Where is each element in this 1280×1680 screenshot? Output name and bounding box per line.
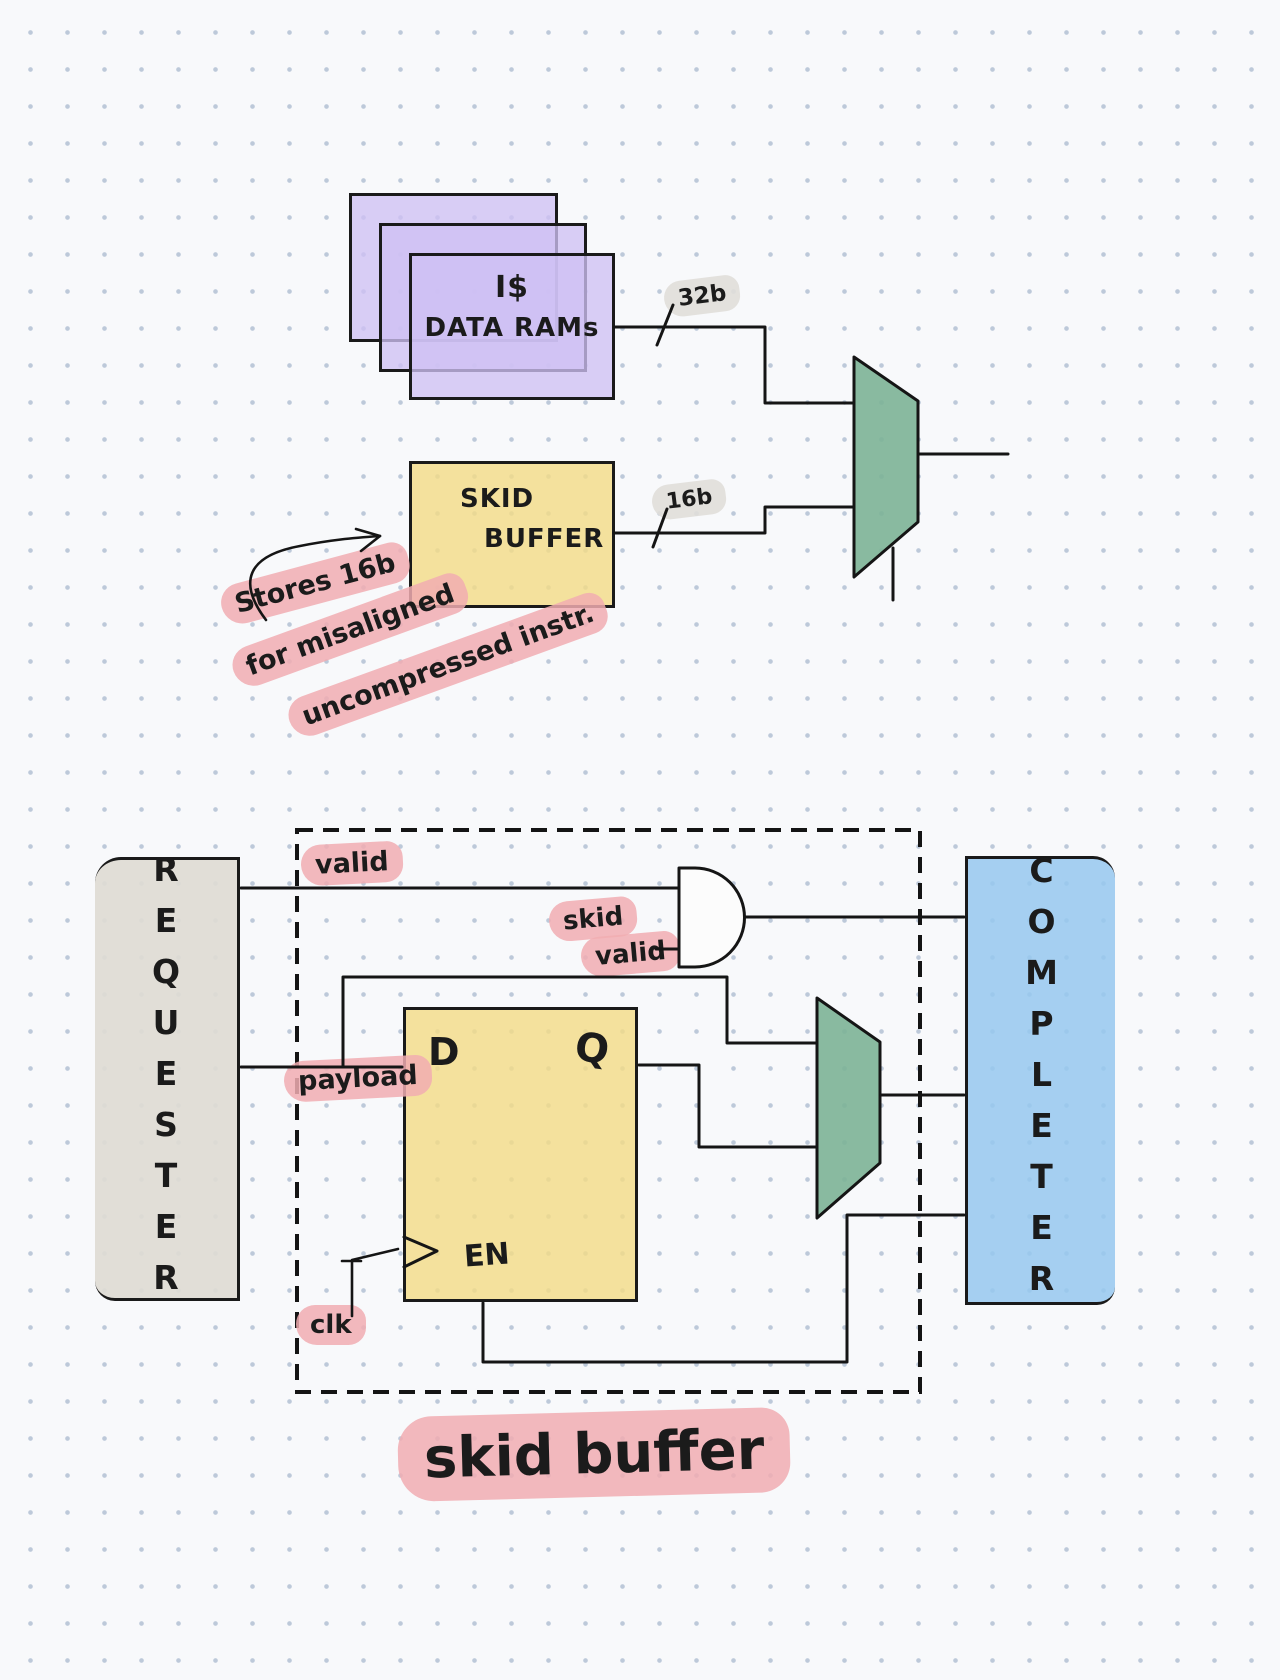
q-output-wire <box>637 1063 818 1149</box>
flip-flop-d-pin: D <box>428 1030 460 1074</box>
top-mux <box>852 355 920 579</box>
skid-bus-slash-icon <box>651 507 669 549</box>
ram-label-line2: DATA RAMs <box>424 313 600 343</box>
enable-ready-wire <box>481 1213 966 1364</box>
ram-bus-wire <box>612 325 855 405</box>
completer-label: COMPLETER <box>1022 851 1061 1310</box>
clock-triangle-icon <box>402 1235 439 1269</box>
ram-stack-front: I$ DATA RAMs <box>409 253 615 400</box>
skid-buffer-dashed-boundary <box>295 828 922 1394</box>
skid-bus-wire <box>612 505 855 535</box>
completer-box: COMPLETER <box>965 851 1115 1310</box>
annotation-arrow-head-icon <box>354 527 382 553</box>
requester-label: REQUESTER <box>146 849 186 1309</box>
bottom-mux <box>815 996 882 1220</box>
skid-buffer-label-line1: SKID <box>460 484 535 514</box>
requester-box: REQUESTER <box>95 850 240 1309</box>
ram-bus-slash-icon <box>655 303 675 347</box>
bypass-wire <box>341 975 818 1069</box>
ram-label-line1: I$ <box>494 270 530 305</box>
and-gate <box>677 866 746 969</box>
clk-leader-arrow <box>340 1247 400 1318</box>
flip-flop-box: D Q EN <box>403 1007 638 1302</box>
skid-buffer-box: SKID BUFFER <box>409 461 615 608</box>
skid-buffer-label-line2: BUFFER <box>484 524 605 554</box>
annotation-arrow <box>249 534 382 622</box>
clk-signal-label: clk <box>296 1305 366 1345</box>
